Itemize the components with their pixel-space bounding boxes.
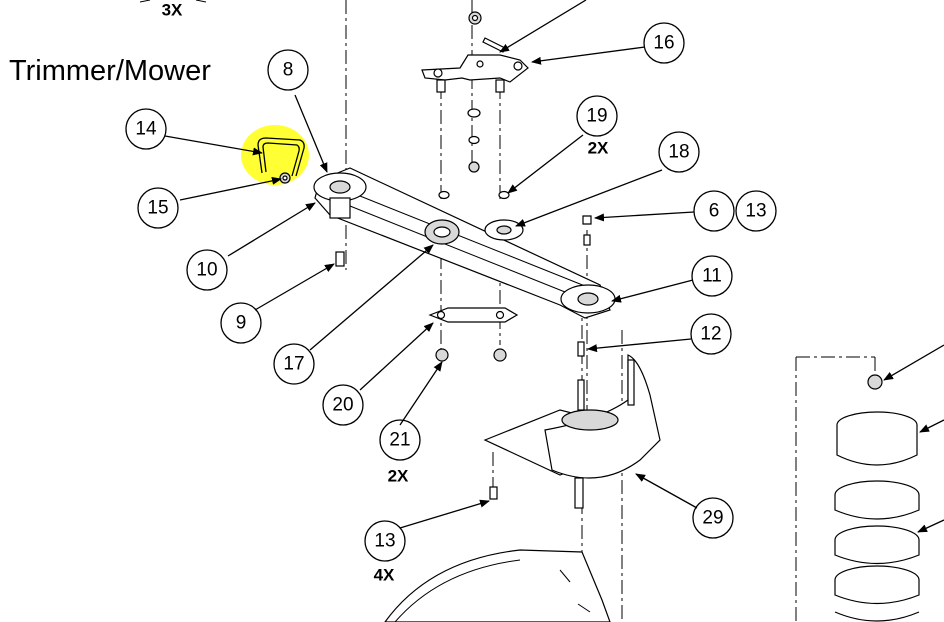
callout-15[interactable]: 15 (137, 187, 179, 229)
callout-15-label: 15 (147, 198, 168, 219)
callout-17[interactable]: 17 (273, 343, 315, 385)
callout-10[interactable]: 10 (186, 249, 228, 291)
part-29-housing (483, 354, 661, 509)
right-blade-stack (834, 374, 920, 622)
leader-lines (164, 0, 944, 533)
callout-18[interactable]: 18 (658, 131, 700, 173)
center-lines (345, 0, 876, 622)
callout-16[interactable]: 16 (643, 22, 685, 64)
callout-6[interactable]: 6 (693, 190, 735, 232)
callout-13-top[interactable]: 13 (735, 190, 777, 232)
callout-17-label: 17 (283, 354, 304, 375)
callout-29-label: 29 (702, 508, 723, 529)
callout-9-label: 9 (236, 313, 247, 334)
part-20-plate (428, 307, 519, 362)
part-15-nut (279, 172, 291, 184)
callout-8-label: 8 (283, 60, 294, 81)
top-qty-label: 3X (162, 1, 183, 20)
part-stack-hardware (438, 11, 510, 200)
callout-13-bottom[interactable]: 13 4X (364, 520, 406, 585)
callout-20-label: 20 (332, 395, 353, 416)
pulley-arm-assembly (313, 167, 616, 357)
callout-8[interactable]: 8 (267, 49, 309, 91)
callout-12-label: 12 (700, 324, 721, 345)
part-14-highlight[interactable] (241, 125, 309, 185)
callout-11[interactable]: 11 (691, 255, 733, 297)
callout-20[interactable]: 20 (322, 384, 364, 426)
top-callout-fragment (139, 0, 207, 3)
callout-9[interactable]: 9 (220, 302, 262, 344)
callout-12[interactable]: 12 (690, 313, 732, 355)
callout-21-label: 21 (389, 430, 410, 451)
callout-14-label: 14 (135, 119, 157, 140)
callout-13-bottom-qty: 4X (374, 566, 395, 585)
callout-13-top-label: 13 (745, 201, 766, 222)
callout-19-label: 19 (586, 106, 607, 127)
callout-19[interactable]: 19 2X (576, 95, 618, 158)
diagram-title: Trimmer/Mower (9, 55, 211, 87)
callout-29[interactable]: 29 (692, 497, 734, 539)
callout-13-bottom-label: 13 (374, 531, 395, 552)
callout-10-label: 10 (196, 260, 217, 281)
callout-11-label: 11 (702, 266, 722, 287)
callout-18-label: 18 (668, 142, 689, 163)
part-16-bracket (421, 37, 529, 93)
callout-21-qty: 2X (388, 467, 409, 486)
callout-14[interactable]: 14 (125, 108, 167, 150)
blade-deck (384, 549, 611, 622)
callout-21[interactable]: 21 2X (379, 419, 421, 486)
callout-16-label: 16 (653, 33, 674, 54)
callout-19-qty: 2X (588, 139, 609, 158)
callout-6-label: 6 (709, 201, 720, 222)
